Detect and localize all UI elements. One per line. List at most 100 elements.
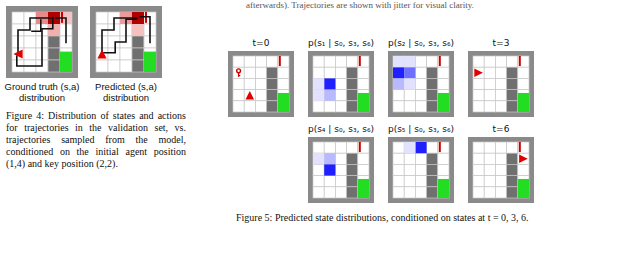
grid-cell <box>335 187 346 198</box>
panel-label: Predicted (s,a) distribution <box>86 81 166 103</box>
key-icon <box>237 69 241 73</box>
grid-cell <box>255 78 266 89</box>
panel-label: t=3 <box>462 38 540 49</box>
grid-cell <box>415 78 426 89</box>
grid-cell <box>313 164 324 175</box>
grid-cell <box>495 67 506 78</box>
grid-cell <box>324 153 335 164</box>
grid-frame <box>308 137 374 203</box>
grid-cell <box>48 60 60 72</box>
grid-cell <box>495 78 506 89</box>
grid-cell <box>358 78 369 89</box>
grid-cell <box>427 142 438 153</box>
grid-cell <box>473 101 484 112</box>
probability-cell <box>404 56 415 67</box>
grid-cell <box>427 101 438 112</box>
grid-cell <box>96 48 108 60</box>
grid-cell <box>313 67 324 78</box>
grid-cell <box>507 101 518 112</box>
figure-caption: Figure 5: Predicted state distributions,… <box>236 212 536 224</box>
probability-cell <box>313 78 324 89</box>
grid-cell <box>427 164 438 175</box>
door-marker <box>519 56 521 66</box>
grid-cell <box>347 153 358 164</box>
grid-frame <box>308 51 374 117</box>
grid-cell <box>415 187 426 198</box>
grid-cell <box>518 67 529 78</box>
gridworld-illustration <box>308 137 374 203</box>
grid-cell <box>255 101 266 112</box>
grid-cell <box>96 60 108 72</box>
grid-cell <box>484 56 495 67</box>
panel-label: t=0 <box>222 38 300 49</box>
grid-cell <box>267 67 278 78</box>
grid-cell <box>24 36 36 48</box>
grid-cell <box>438 142 449 153</box>
grid-cell <box>347 101 358 112</box>
panel-label: p(s₄ | s₀, s₃, s₆) <box>302 124 380 135</box>
grid-cell <box>404 56 415 67</box>
grid-cell <box>347 176 358 187</box>
grid-cell <box>244 90 255 101</box>
grid-cell <box>335 153 346 164</box>
probability-cell <box>324 78 335 89</box>
grid-cell <box>495 56 506 67</box>
grid-panel: t=6 <box>462 124 540 203</box>
grid-cell <box>427 90 438 101</box>
grid-cell <box>484 90 495 101</box>
grid-cell <box>324 176 335 187</box>
grid-cell <box>415 164 426 175</box>
grid-cell <box>484 142 495 153</box>
gridworld-illustration <box>468 51 534 117</box>
grid-cell <box>495 142 506 153</box>
grid-cell <box>393 153 404 164</box>
grid-cell <box>24 48 36 60</box>
grid-cell <box>324 101 335 112</box>
grid-cell <box>335 101 346 112</box>
grid-cell <box>233 78 244 89</box>
grid-cell <box>507 90 518 101</box>
trajectory-line <box>139 17 150 43</box>
grid-cell <box>244 67 255 78</box>
grid-cell <box>404 90 415 101</box>
grid-cell <box>313 90 324 101</box>
goal-cell <box>358 179 369 198</box>
grid-cell <box>404 78 415 89</box>
grid-cell <box>438 153 449 164</box>
grid-cell <box>233 56 244 67</box>
grid-cell <box>324 67 335 78</box>
grid-cell <box>438 67 449 78</box>
grid-cell <box>255 90 266 101</box>
grid-cell <box>255 56 266 67</box>
grid-cell <box>132 36 144 48</box>
goal-cell <box>278 93 289 112</box>
grid-cell <box>313 142 324 153</box>
grid-cell <box>415 142 426 153</box>
grid-cell <box>313 187 324 198</box>
grid-panel: Ground truth (s,a) distribution <box>2 6 82 103</box>
grid-cell <box>335 90 346 101</box>
panel-label: t=6 <box>462 124 540 135</box>
grid-cell <box>132 24 144 36</box>
gridworld-illustration <box>90 6 162 78</box>
grid-panel: Predicted (s,a) distribution <box>86 6 166 103</box>
grid-cell <box>518 153 529 164</box>
grid-cell <box>335 176 346 187</box>
grid-cell <box>415 153 426 164</box>
probability-cell <box>404 67 415 78</box>
grid-cell <box>415 67 426 78</box>
grid-cell <box>108 48 120 60</box>
grid-cell <box>267 78 278 89</box>
grid-cell <box>427 187 438 198</box>
grid-cell <box>48 48 60 60</box>
grid-cell <box>120 60 132 72</box>
grid-cell <box>267 101 278 112</box>
grid-cell <box>518 78 529 89</box>
grid-cell <box>495 187 506 198</box>
grid-cell <box>278 56 289 67</box>
grid-cell <box>518 56 529 67</box>
grid-cell <box>255 67 266 78</box>
grid-cell <box>313 153 324 164</box>
grid-cell <box>404 101 415 112</box>
grid-cell <box>358 67 369 78</box>
